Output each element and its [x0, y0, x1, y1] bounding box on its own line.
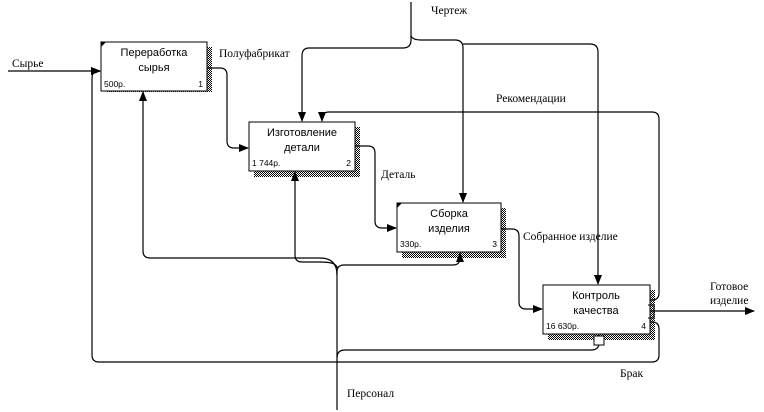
- arrow-personnel-to-box2[interactable]: [291, 171, 338, 269]
- label-personnel: Персонал: [347, 388, 394, 400]
- activity-box-3[interactable]: Сборка изделия 330р. 3: [396, 202, 506, 258]
- arrow-assembled-product[interactable]: [501, 228, 543, 313]
- label-finished-product-line2: изделие: [710, 295, 748, 307]
- arrow-semi-product[interactable]: [207, 67, 249, 152]
- box-1-number: 1: [198, 79, 203, 89]
- arrow-personnel-to-box4[interactable]: [336, 334, 603, 359]
- label-semi-product: Полуфабрикат: [219, 48, 290, 60]
- box-2-frame: [248, 121, 356, 172]
- box-2-title-line1: Изготовление: [267, 127, 337, 139]
- arrow-personnel-to-box3[interactable]: [336, 252, 464, 410]
- tunnel-mark: [648, 304, 655, 319]
- arrow-personnel-to-box1[interactable]: [139, 91, 338, 276]
- box-1-corner-mark: [101, 42, 106, 47]
- box-3-title-line1: Сборка: [430, 208, 469, 220]
- box-2-cost: 1 744р.: [252, 158, 280, 168]
- activity-box-2[interactable]: Изготовление детали 1 744р. 2: [248, 121, 360, 177]
- box-3-title-line2: изделия: [428, 223, 470, 235]
- box-3-corner-mark: [397, 203, 402, 208]
- arrow-drawing-to-box2[interactable]: [298, 2, 412, 122]
- label-assembled-product: Собранное изделие: [523, 231, 618, 243]
- box-2-title-line2: детали: [284, 142, 320, 154]
- label-recommendations: Рекомендации: [496, 93, 566, 105]
- label-defect: Брак: [620, 368, 643, 380]
- tunnel-mark-bottom: [593, 335, 605, 346]
- arrow-drawing-to-box3[interactable]: [410, 35, 467, 203]
- box-4-frame: [542, 284, 651, 335]
- box-4-cost: 16 630р.: [546, 321, 579, 331]
- activity-box-4[interactable]: Контроль качества 16 630р. 4: [542, 284, 655, 340]
- box-2-number: 2: [346, 158, 351, 168]
- arrow-drawing-to-box4[interactable]: [463, 43, 602, 285]
- box-1-cost: 500р.: [104, 79, 125, 89]
- box-3-number: 3: [492, 239, 497, 249]
- box-1-title-line1: Переработка: [121, 47, 189, 59]
- box-3-cost: 330р.: [400, 239, 421, 249]
- label-finished-product-line1: Готовое: [710, 281, 748, 293]
- box-3-frame: [396, 202, 502, 253]
- arrow-defect[interactable]: [91, 67, 660, 363]
- box-4-number: 4: [641, 321, 646, 331]
- label-part: Деталь: [381, 169, 415, 181]
- arrow-part[interactable]: [355, 145, 397, 232]
- box-1-frame: [100, 41, 208, 92]
- label-raw-material: Сырье: [12, 58, 44, 70]
- arrow-recommendations[interactable]: [318, 111, 660, 301]
- box-4-title-line1: Контроль: [572, 290, 620, 302]
- box-1-title-line2: сырья: [138, 62, 169, 74]
- box-4-title-line2: качества: [573, 305, 619, 317]
- activity-box-1[interactable]: Переработка сырья 500р. 1: [100, 41, 212, 92]
- label-drawing: Чертеж: [431, 5, 467, 17]
